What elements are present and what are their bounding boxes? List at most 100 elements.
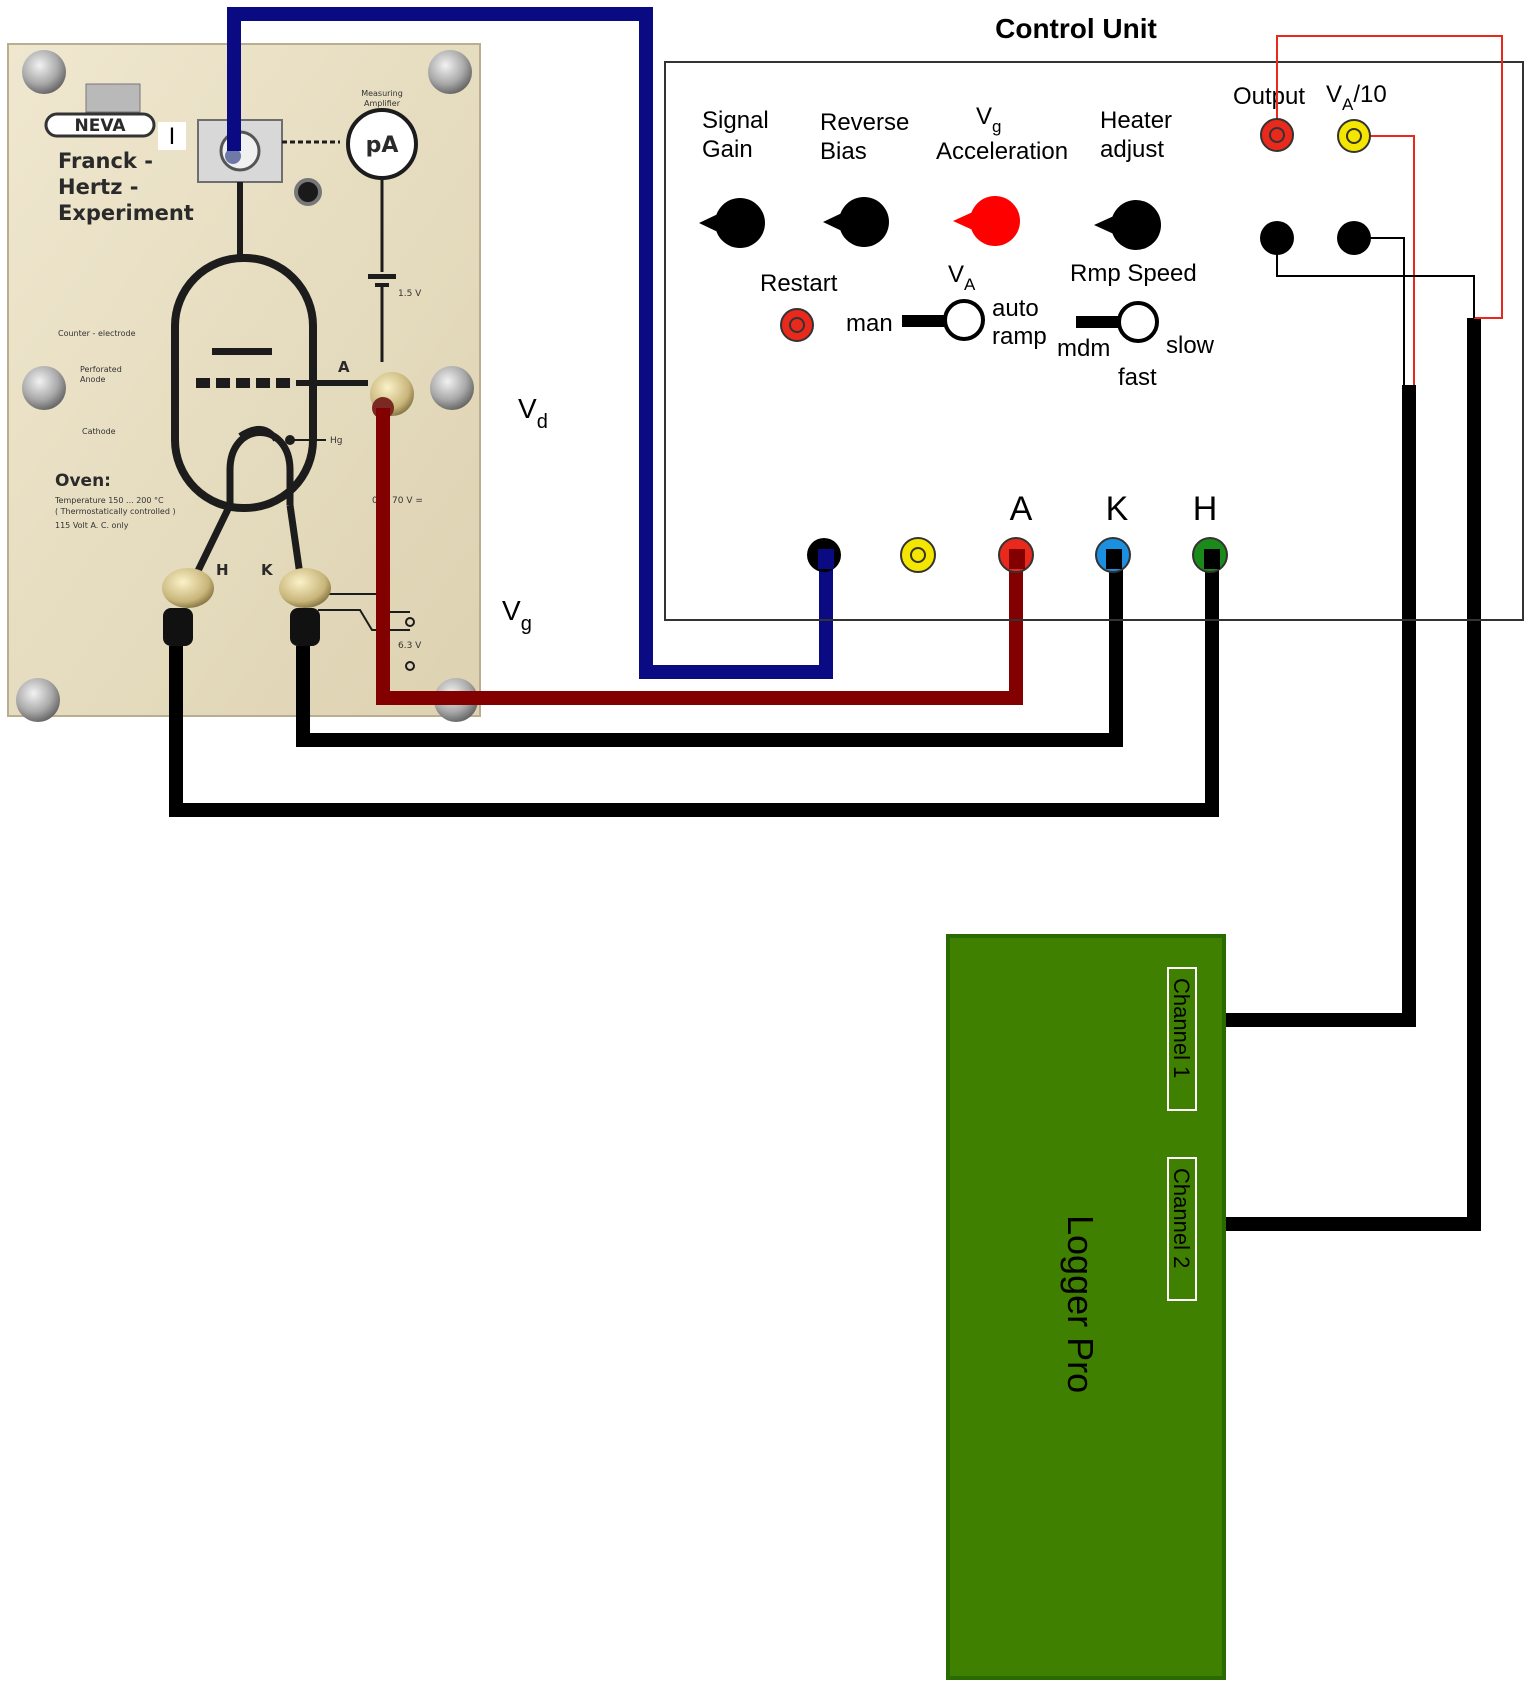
logger-pro-device: Channel 1 Channel 2 Logger Pro [946, 934, 1226, 1680]
screw-icon [22, 366, 66, 410]
knob-pointer-icon [823, 212, 844, 232]
grid-label: Hg [330, 436, 342, 446]
jack-k-label: K [1106, 490, 1129, 528]
control-unit-box [664, 61, 1524, 621]
cathode-label: Cathode [82, 427, 116, 436]
screw-icon [430, 366, 474, 410]
output-jack[interactable] [1260, 118, 1294, 152]
mdm-label: mdm [1057, 335, 1110, 362]
channel1-port[interactable] [1167, 967, 1197, 1111]
screw-icon [16, 678, 60, 722]
lead-output-ground-thin [1276, 238, 1475, 318]
counter-electrode-icon [212, 348, 272, 355]
ramp-speed-switch[interactable] [1076, 301, 1159, 343]
plug-cap-icon [1106, 549, 1122, 569]
lead-va10-thin [1354, 135, 1415, 385]
channel2-label: Channel 2 [1169, 1168, 1194, 1268]
current-label-box [158, 122, 186, 150]
channel1-label: Channel 1 [1169, 978, 1194, 1078]
auto-label: auto [992, 295, 1039, 322]
output-ground-jack[interactable] [1260, 221, 1294, 255]
signal-gain-label-line-1: Signal [702, 107, 769, 134]
cathode-plug-icon [290, 608, 320, 646]
oven-line-1: Temperature 150 ... 200 °C [54, 496, 164, 505]
reference-jack[interactable] [900, 537, 936, 573]
va-mode-switch[interactable] [902, 299, 985, 341]
vd-label: Vd [518, 393, 548, 433]
wire-channel2-black [1226, 318, 1481, 1231]
wire-heater-black [169, 556, 1219, 817]
heater-adjust-label-line-1: Heater [1100, 107, 1172, 134]
reverse-bias-label-line-1: Reverse [820, 109, 909, 136]
meter-caption-line-2: Amplifier [364, 99, 401, 108]
socket-pin-icon [225, 148, 241, 164]
signal-gain-knob[interactable] [699, 198, 765, 248]
wire-cathode-black [296, 556, 1123, 747]
heater-letter: H [216, 561, 229, 579]
lead-va10-ground-thin [1354, 237, 1405, 385]
plug-cap-icon [1204, 549, 1220, 569]
screw-icon [428, 50, 472, 94]
anode-letter: A [338, 358, 350, 376]
current-label: I [169, 123, 176, 150]
jack-h-label: H [1193, 490, 1218, 528]
reverse-bias-label-line-2: Bias [820, 138, 867, 165]
cathode-terminal-icon [279, 568, 331, 608]
heater-adjust-knob[interactable] [1094, 200, 1161, 250]
ramp-label: ramp [992, 323, 1047, 350]
vg-label: Vg [502, 595, 532, 635]
slow-label: slow [1166, 332, 1215, 359]
fast-label: fast [1118, 364, 1157, 391]
lead-output-thin [1276, 35, 1503, 319]
heater-plug-icon [163, 608, 193, 646]
va10-label: VA/10 [1326, 81, 1387, 114]
apparatus-title-line-1: Franck - [58, 149, 153, 173]
heater-voltage-label: 6.3 V [398, 641, 422, 651]
va10-jack[interactable] [1337, 119, 1371, 153]
logo-badge-icon [85, 83, 141, 113]
perforated-label: Perforated [80, 365, 122, 374]
knob-pointer-icon [1094, 215, 1116, 235]
voltage-range-label: 0 ... 70 V = [372, 496, 423, 506]
va-switch-label: VA [948, 261, 976, 294]
wire-current-blue [227, 7, 833, 679]
restart-button[interactable] [780, 308, 814, 342]
knob-pointer-icon [699, 213, 720, 233]
apparatus-title-line-3: Experiment [58, 201, 194, 225]
heater-terminal-icon [162, 568, 214, 608]
wire-channel1-black [1226, 385, 1416, 1027]
signal-gain-label-line-2: Gain [702, 136, 753, 163]
acceleration-label: Acceleration [936, 138, 1068, 165]
grid-node-icon [285, 435, 295, 445]
output-label: Output [1233, 83, 1305, 110]
reverse-bias-knob[interactable] [823, 197, 889, 247]
cathode-letter: K [261, 561, 274, 579]
anode-label: Anode [80, 375, 106, 384]
control-unit-title: Control Unit [995, 13, 1157, 44]
wire-anode-red [376, 408, 1023, 705]
channel2-port[interactable] [1167, 1157, 1197, 1301]
oven-line-3: 115 Volt A. C. only [55, 521, 129, 530]
battery-label: 1.5 V [398, 289, 422, 299]
apparatus-panel: NEVA Franck - Hertz - Experiment I pA Me… [7, 43, 481, 722]
cathode-filament-icon [226, 429, 294, 505]
jack-a-label: A [1010, 490, 1033, 528]
logger-pro-name: Logger Pro [1060, 1215, 1101, 1393]
heater-adjust-label-line-2: adjust [1100, 136, 1164, 163]
neva-logo-text: NEVA [75, 116, 127, 136]
knob-pointer-icon [953, 211, 975, 231]
meter-label: pA [366, 133, 399, 158]
toggle-pivot-icon [1117, 301, 1159, 343]
thermometer-port-icon [294, 178, 322, 206]
control-unit: Control Unit Signal Gain Reverse Bias Vg… [664, 13, 1524, 621]
logger-pro-box [946, 934, 1226, 1680]
man-label: man [846, 310, 893, 337]
acceleration-knob[interactable] [953, 196, 1020, 246]
va10-ground-jack[interactable] [1337, 221, 1371, 255]
restart-label: Restart [760, 270, 838, 297]
vg-knob-label: Vg [976, 103, 1001, 136]
screw-icon [22, 50, 66, 94]
plug-cap-icon [818, 549, 834, 569]
